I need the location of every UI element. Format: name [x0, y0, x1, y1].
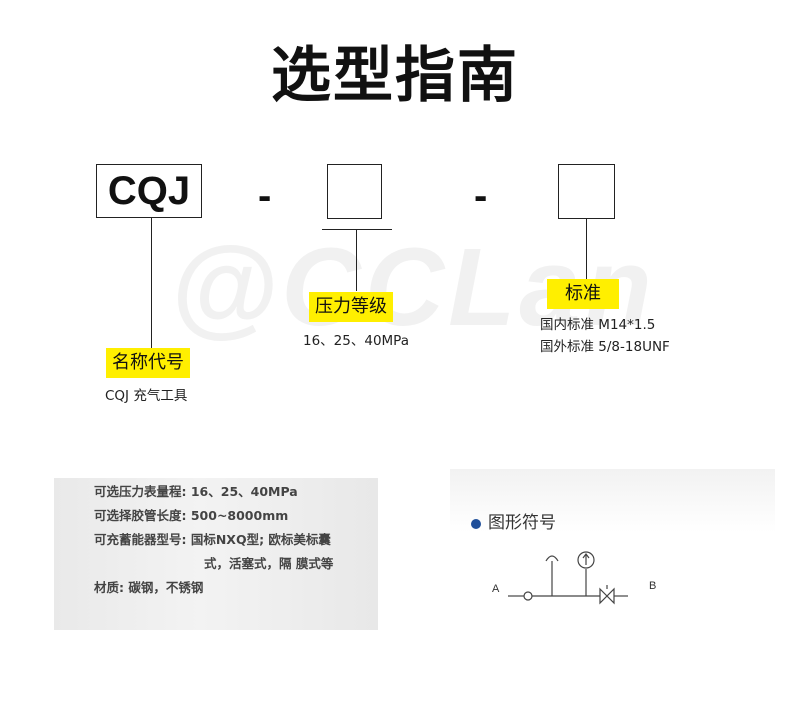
separator-dash-2: - — [474, 174, 488, 218]
standard-leader-line — [586, 218, 587, 280]
port-b-label: B — [649, 580, 657, 592]
bullet-icon — [471, 519, 481, 529]
standard-label: 标准 — [547, 279, 619, 309]
pressure-leader-line — [356, 229, 357, 291]
page-title: 选型指南 — [271, 41, 519, 111]
spec-hose-length: 可选择胶管长度: 500~8000mm — [94, 508, 289, 523]
spec-material: 材质: 碳钢，不锈钢 — [94, 580, 204, 595]
name-code-label: 名称代号 — [106, 348, 190, 378]
pressure-bar-line — [322, 229, 392, 230]
pressure-label: 压力等级 — [309, 292, 393, 322]
standard-desc-foreign: 国外标准 5/8-18UNF — [540, 339, 670, 355]
name-code-desc: CQJ 充气工具 — [105, 388, 188, 404]
standard-desc-domestic: 国内标准 M14*1.5 — [540, 317, 656, 333]
name-code-leader-line — [151, 218, 152, 350]
spec-accumulator-models: 可充蓄能器型号: 国标NXQ型; 欧标美标囊 — [94, 532, 331, 547]
pressure-desc: 16、25、40MPa — [303, 333, 409, 349]
port-a-label: A — [492, 583, 500, 595]
separator-dash-1: - — [258, 174, 272, 218]
pressure-code-box — [327, 164, 382, 219]
standard-code-box — [558, 164, 615, 219]
symbol-title: 图形符号 — [488, 513, 556, 533]
hydraulic-symbol-icon — [508, 551, 628, 605]
spec-panel: 可选压力表量程: 16、25、40MPa 可选择胶管长度: 500~8000mm… — [54, 478, 378, 630]
spec-accumulator-models-cont: 式，活塞式，隔 膜式等 — [204, 556, 334, 571]
spec-gauge-range: 可选压力表量程: 16、25、40MPa — [94, 484, 298, 499]
model-prefix-box: CQJ — [96, 164, 202, 218]
symbol-panel: 图形符号 A B — [450, 469, 775, 629]
